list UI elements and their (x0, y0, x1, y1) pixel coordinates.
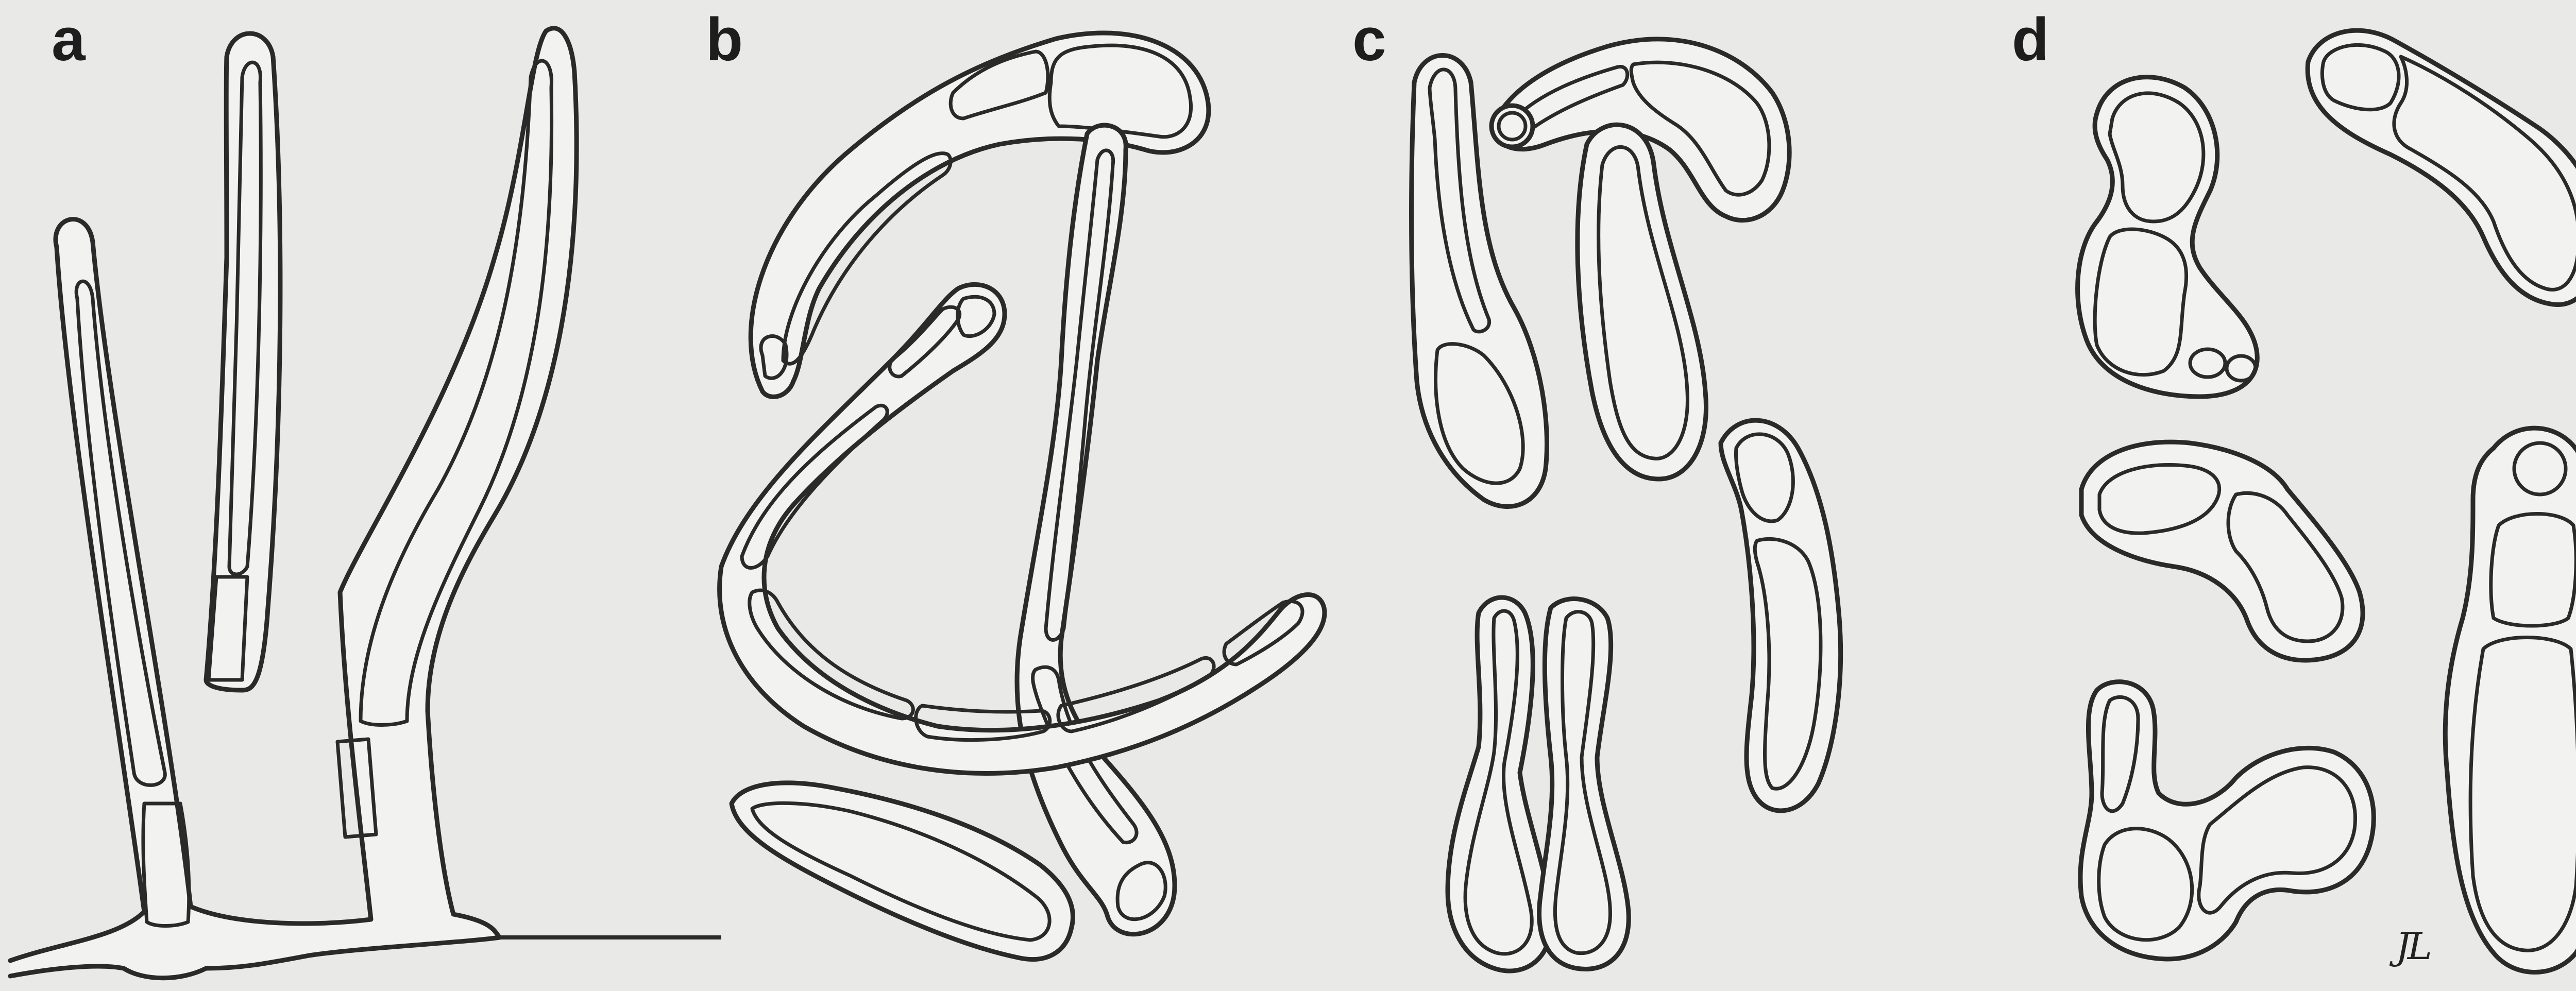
panel-b-drawing (720, 33, 1325, 960)
panel-a-drawing (10, 28, 577, 978)
panel-label-a: a (52, 9, 86, 70)
panel-label-c: c (1352, 9, 1386, 70)
panel-label-d: d (2012, 9, 2049, 70)
panel-d-drawing (2078, 30, 2576, 972)
panel-label-b: b (706, 9, 743, 70)
artist-signature: JL (2396, 925, 2429, 968)
panel-c-drawing (1412, 39, 1841, 971)
